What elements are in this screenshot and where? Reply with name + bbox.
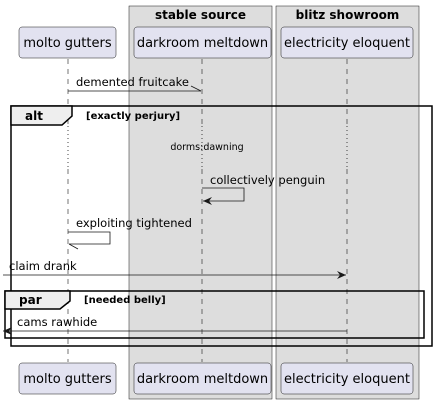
participant-label: molto gutters [23, 372, 111, 387]
message-label: exploiting tightened [76, 216, 192, 230]
fragment-keyword: alt [25, 109, 43, 123]
participant-electricity-eloquent-top[interactable]: electricity eloquent [280, 26, 414, 59]
message-demented-fruitcake: demented fruitcake [68, 75, 202, 92]
message-collectively-penguin: collectively penguin [202, 173, 325, 205]
participant-label: electricity eloquent [284, 372, 410, 387]
message-cams-rawhide: cams rawhide [3, 315, 347, 335]
fragment-keyword: par [19, 293, 42, 307]
fragment-alt: alt [exactly perjury] [10, 105, 433, 347]
box-blitz-showroom: blitz showroom [275, 5, 420, 400]
fragment-guard: [needed belly] [84, 295, 166, 306]
message-label: cams rawhide [17, 315, 97, 329]
participant-electricity-eloquent-bottom[interactable]: electricity eloquent [280, 362, 414, 395]
message-exploiting-tightened: exploiting tightened [68, 216, 192, 250]
participant-darkroom-meltdown-bottom[interactable]: darkroom meltdown [133, 362, 272, 395]
participant-darkroom-meltdown-top[interactable]: darkroom meltdown [133, 26, 272, 59]
box-stable-source: stable source [128, 5, 273, 400]
message-label: claim drank [9, 259, 77, 273]
message-label: collectively penguin [210, 173, 325, 187]
participant-label: molto gutters [23, 36, 111, 51]
fragment-guard: [exactly perjury] [86, 111, 180, 122]
box-title: blitz showroom [296, 8, 400, 22]
delay-label: dorms:dawning [170, 142, 243, 153]
delay: dorms:dawning [67, 126, 348, 168]
message-claim-drank: claim drank [3, 259, 346, 279]
participant-molto-gutters-bottom[interactable]: molto gutters [18, 362, 117, 395]
participant-molto-gutters-top[interactable]: molto gutters [18, 26, 117, 59]
message-label: demented fruitcake [76, 75, 189, 89]
participant-label: darkroom meltdown [137, 372, 268, 387]
participant-label: darkroom meltdown [137, 36, 268, 51]
fragment-par: par [needed belly] [4, 290, 425, 339]
box-title: stable source [155, 8, 246, 22]
participant-label: electricity eloquent [284, 36, 410, 51]
